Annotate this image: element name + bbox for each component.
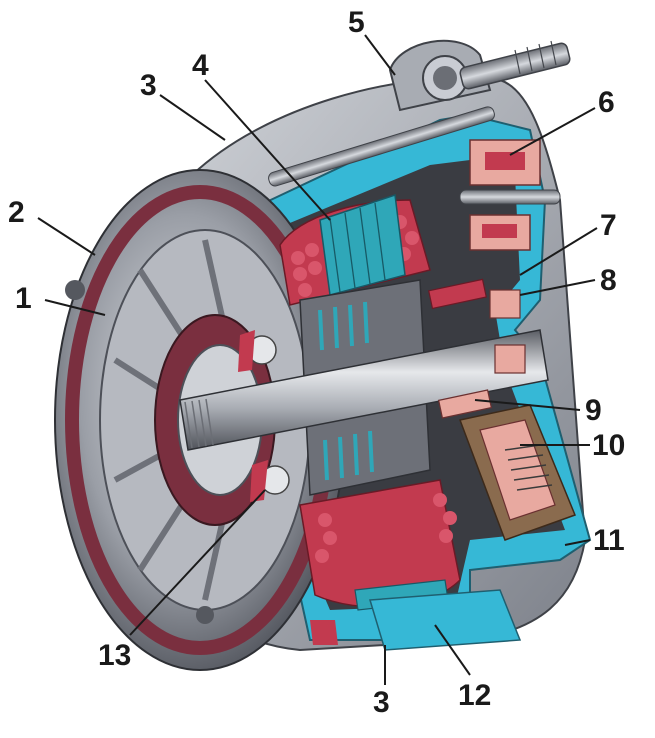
callout-7: 7 — [600, 209, 617, 242]
leader-5 — [364, 34, 396, 76]
mounting-lug — [388, 39, 492, 112]
leader-11 — [564, 539, 591, 546]
bottom-terminal-block — [310, 589, 522, 651]
leader-2 — [37, 217, 96, 256]
brush-holder — [458, 404, 576, 541]
front-bearing — [238, 330, 290, 502]
callout-12: 12 — [458, 679, 491, 712]
leader-lines — [37, 34, 598, 685]
callout-10: 10 — [592, 429, 625, 462]
through-bolt — [268, 106, 495, 187]
leader-9 — [474, 399, 581, 411]
callout-3a: 3 — [140, 69, 157, 102]
callout-5: 5 — [348, 6, 365, 39]
leader-7 — [519, 227, 598, 276]
rectifier-terminals — [459, 139, 561, 251]
callout-8: 8 — [600, 264, 617, 297]
stator-laminations-top — [319, 193, 406, 296]
callout-11: 11 — [593, 524, 625, 557]
callout-2: 2 — [8, 196, 25, 229]
leader-6 — [509, 107, 596, 156]
callout-9: 9 — [585, 394, 602, 427]
brush-contact — [428, 278, 493, 419]
callout-6: 6 — [598, 86, 615, 119]
leader-13 — [129, 489, 266, 636]
leader-3a — [159, 94, 226, 141]
callout-3b: 3 — [373, 686, 390, 719]
leader-1 — [44, 299, 106, 316]
leader-12 — [434, 624, 471, 676]
callout-4: 4 — [192, 49, 209, 82]
leader-4 — [204, 79, 331, 221]
rotor-shaft — [179, 329, 549, 451]
callout-1: 1 — [15, 282, 32, 315]
callout-labels: 1 2 3 4 5 6 7 8 9 10 11 12 3 13 — [8, 6, 625, 719]
leader-8 — [519, 279, 596, 296]
slip-rings — [489, 289, 526, 374]
terminal-stud — [459, 40, 571, 90]
callout-13: 13 — [98, 639, 131, 672]
